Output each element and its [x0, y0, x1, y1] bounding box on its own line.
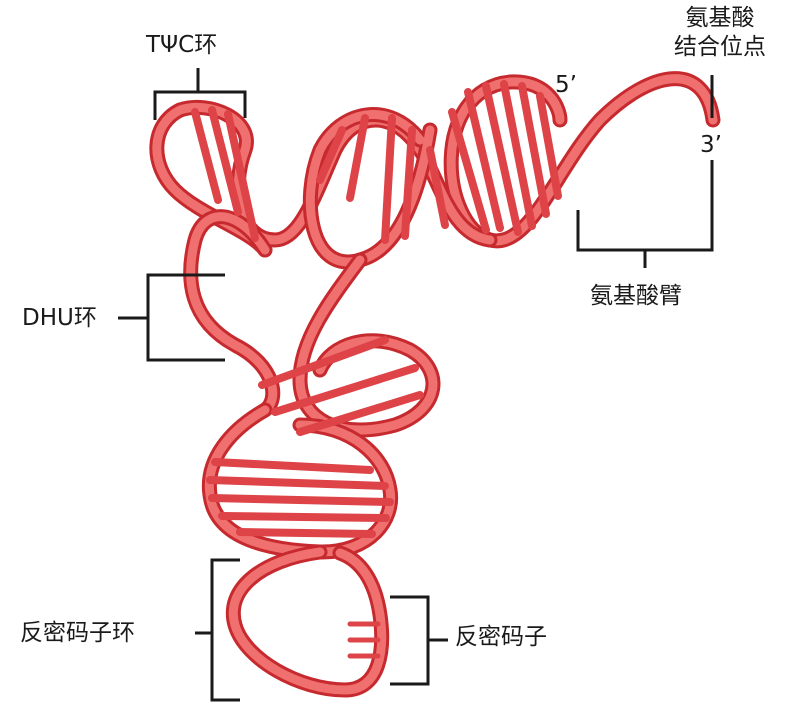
base-pair [262, 340, 385, 385]
base-pair [215, 462, 370, 470]
five-prime-label: 5’ [555, 72, 577, 98]
three-prime-label: 3’ [700, 132, 722, 158]
base-pair [240, 532, 372, 534]
base-pair [210, 480, 385, 486]
anticodon-bracket [390, 597, 448, 684]
aa-binding-site-label-line2: 结合位点 [655, 34, 785, 60]
anticodon-loop-label: 反密码子环 [20, 620, 135, 646]
aa-arm-label: 氨基酸臂 [590, 283, 682, 309]
base-pair [385, 118, 392, 240]
base-pair [212, 498, 390, 502]
base-pair [486, 86, 518, 232]
base-pair [222, 516, 386, 518]
dhu-loop-label: DHU环 [22, 305, 97, 331]
aa-arm-bracket [578, 160, 712, 268]
tpsic-loop-label: TΨC环 [146, 32, 217, 58]
aa-binding-site-label-line1: 氨基酸 [655, 5, 785, 31]
anticodon-label: 反密码子 [455, 624, 547, 650]
